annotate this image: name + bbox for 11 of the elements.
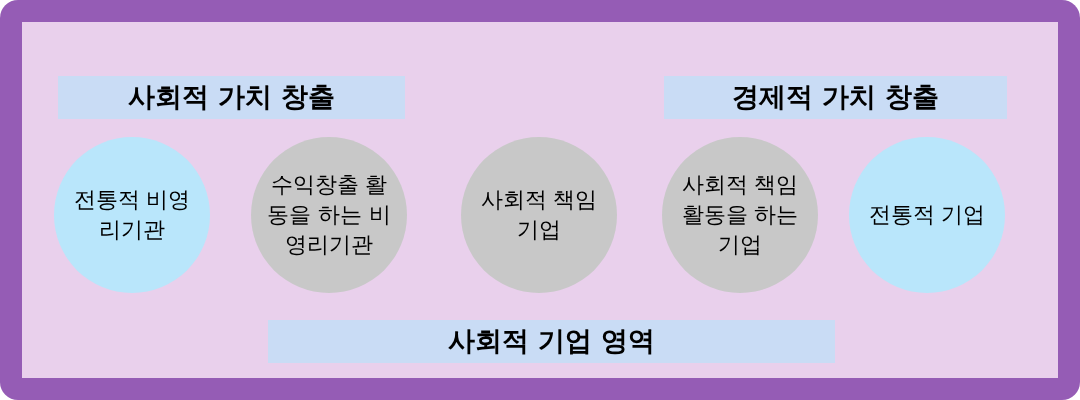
node-label: 수익창출 활동을 하는 비영리기관 bbox=[266, 171, 392, 259]
label-band bbox=[664, 76, 1007, 119]
node-label: 사회적 책임기업 bbox=[479, 186, 599, 244]
node-label: 사회적 책임 활동을 하는 기업 bbox=[680, 171, 800, 259]
node-label: 전통적 기업 bbox=[868, 201, 986, 229]
label-band bbox=[58, 76, 405, 119]
node-label: 전통적 비영리기관 bbox=[72, 186, 192, 244]
heading-text: 사회적 기업 영역 bbox=[447, 324, 656, 359]
label-band bbox=[268, 320, 835, 363]
heading-text: 사회적 가치 창출 bbox=[127, 80, 336, 115]
heading-text: 경제적 가치 창출 bbox=[731, 80, 940, 115]
